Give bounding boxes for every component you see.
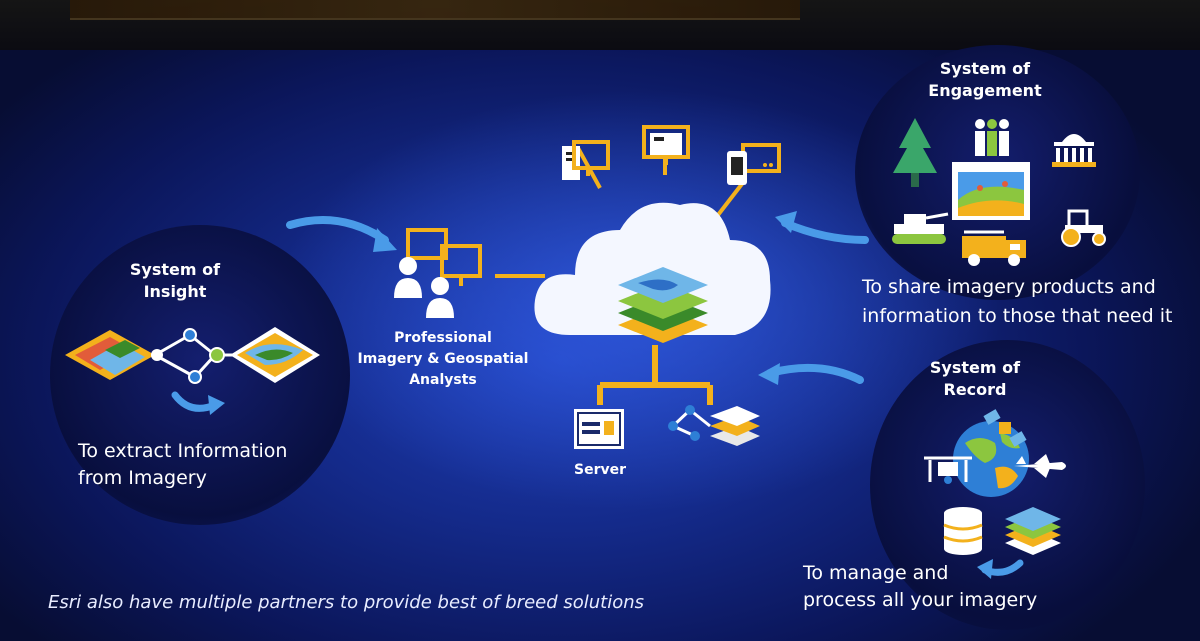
- footer-note: Esri also have multiple partners to prov…: [48, 592, 645, 613]
- analysts-label: Professional Imagery & Geospatial Analys…: [357, 330, 529, 388]
- terrain-map-icon: [230, 327, 320, 383]
- insight-title: System of Insight: [129, 260, 221, 301]
- database-icon: [943, 507, 983, 555]
- arrow-record-to-cloud: [758, 363, 864, 385]
- analyst-icon: [394, 228, 482, 318]
- satellite-icon: [983, 409, 1027, 447]
- arrow-record-loop: [977, 559, 1024, 579]
- desktop-icon: [562, 140, 610, 180]
- government-building-icon: [1052, 134, 1096, 167]
- record-title: System of Record: [929, 358, 1021, 399]
- tree-icon: [893, 118, 937, 187]
- server-icon: [574, 409, 624, 449]
- airplane-icon: [1014, 454, 1066, 478]
- record-description: To manage and process all your imagery: [803, 562, 1038, 611]
- tablet-icon: [642, 125, 690, 165]
- arrow-engagement-to-cloud: [775, 211, 869, 244]
- phone-icon: [727, 143, 781, 185]
- tank-icon: [892, 212, 949, 244]
- people-icon: [975, 119, 1009, 156]
- engagement-title: System of Engagement: [928, 59, 1042, 100]
- tractor-icon: [1061, 209, 1106, 247]
- arrow-insight-loop: [171, 391, 225, 415]
- network-icon: [668, 405, 760, 446]
- map-screen-icon: [952, 162, 1030, 220]
- slide-title-strip: [70, 0, 800, 20]
- insight-network-graphic: [65, 327, 320, 384]
- raster-grid-icon: [65, 330, 155, 380]
- raster-icon: [1005, 507, 1061, 555]
- fire-truck-icon: [962, 230, 1026, 266]
- drone-icon: [924, 456, 972, 484]
- insight-description: To extract Information from Imagery: [78, 440, 288, 489]
- arrow-insight-to-analysts: [286, 216, 397, 252]
- cloud-icon: [534, 202, 771, 335]
- map-layers-icon: [618, 267, 708, 343]
- server-label: Server: [573, 462, 626, 478]
- engagement-description: To share imagery products and informatio…: [862, 276, 1173, 327]
